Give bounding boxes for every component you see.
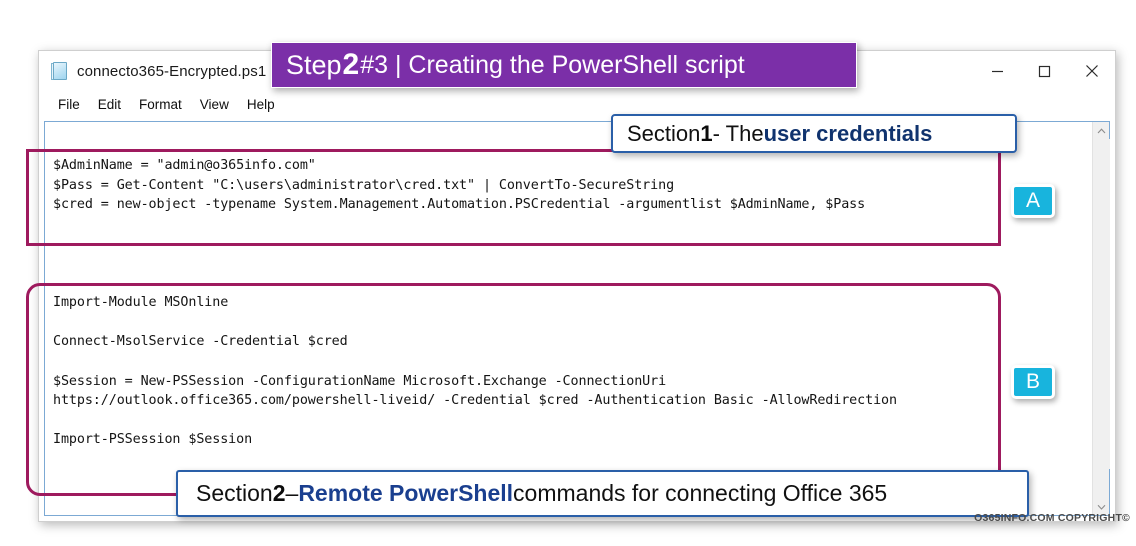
banner-suffix: #3 | Creating the PowerShell script <box>360 50 745 79</box>
badge-a: A <box>1011 184 1055 218</box>
section2-dash: – <box>285 480 299 506</box>
menu-item-edit[interactable]: Edit <box>97 96 122 112</box>
window-controls <box>974 51 1115 91</box>
maximize-button[interactable] <box>1021 51 1068 91</box>
vertical-scrollbar[interactable] <box>1092 122 1110 515</box>
callout-section-1: Section 1 - The user credentials <box>611 114 1017 153</box>
text-surface[interactable]: $AdminName = "admin@o365info.com" $Pass … <box>45 122 1092 515</box>
minimize-button[interactable] <box>974 51 1021 91</box>
watermark: O365INFO.COM COPYRIGHT© <box>974 512 1130 524</box>
menu-item-file[interactable]: File <box>58 96 80 112</box>
section2-tail: commands for connecting Office 365 <box>513 480 888 506</box>
badge-b: B <box>1011 365 1055 399</box>
section1-lead: Section <box>627 120 701 146</box>
banner-step-number: 2 <box>342 48 360 81</box>
step-banner: Step 2 #3 | Creating the PowerShell scri… <box>271 42 857 88</box>
section2-emphasis: Remote PowerShell <box>298 480 514 506</box>
close-button[interactable] <box>1068 51 1115 91</box>
scrollbar-thumb[interactable] <box>1093 139 1110 469</box>
section2-lead: Section <box>196 480 273 506</box>
menu-item-format[interactable]: Format <box>139 96 182 112</box>
chevron-down-icon[interactable] <box>1093 498 1110 515</box>
chevron-up-icon[interactable] <box>1093 122 1110 139</box>
minimize-icon <box>992 70 1003 72</box>
menu-bar: File Edit Format View Help <box>39 91 1115 117</box>
section1-emphasis: user credentials <box>763 120 933 146</box>
banner-prefix: Step <box>286 49 342 80</box>
script-code[interactable]: $AdminName = "admin@o365info.com" $Pass … <box>53 158 897 448</box>
close-icon <box>1085 65 1098 77</box>
menu-item-view[interactable]: View <box>199 96 229 112</box>
section1-middle: - The <box>712 120 764 146</box>
section1-number: 1 <box>700 120 713 146</box>
maximize-icon <box>1038 65 1051 77</box>
editor-area: $AdminName = "admin@o365info.com" $Pass … <box>44 121 1110 516</box>
section2-number: 2 <box>272 480 286 506</box>
notepad-icon <box>51 61 68 81</box>
callout-section-2: Section 2 – Remote PowerShell commands f… <box>176 470 1029 517</box>
menu-item-help[interactable]: Help <box>246 96 275 112</box>
